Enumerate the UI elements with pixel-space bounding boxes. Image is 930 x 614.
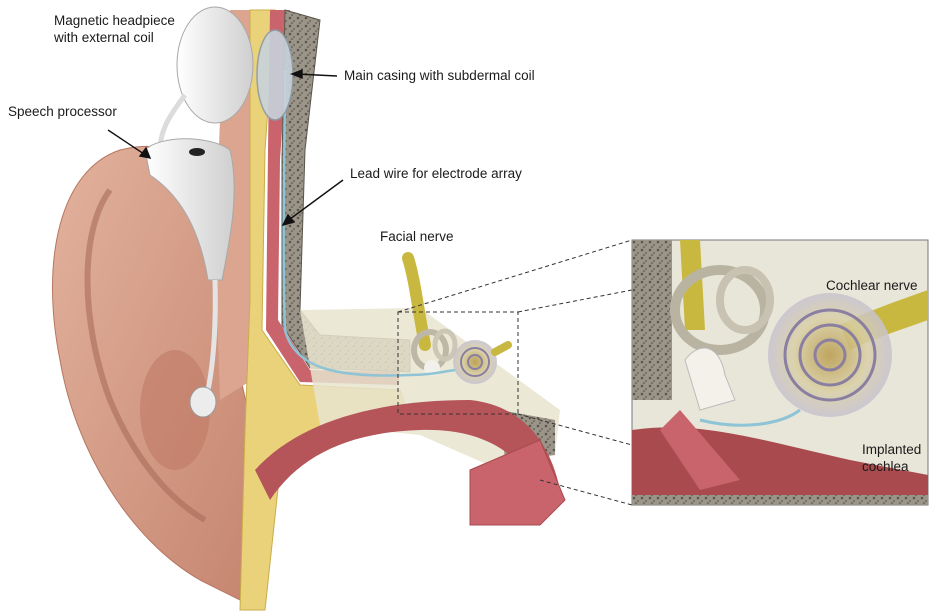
headpiece-label-line2: with external coil (54, 29, 154, 46)
speech-processor-label: Speech processor (8, 103, 117, 120)
zoom-line (398, 240, 632, 312)
main-casing (257, 30, 293, 120)
earhook-tip (190, 387, 216, 417)
lead-wire-label: Lead wire for electrode array (350, 165, 522, 182)
magnetic-headpiece (177, 7, 253, 123)
facial-nerve-label: Facial nerve (380, 228, 454, 245)
cochlear-nerve-label: Cochlear nerve (826, 277, 918, 294)
implanted-cochlea-label-line1: Implanted (862, 441, 921, 458)
implanted-cochlea-label-line2: cochlea (862, 458, 909, 475)
main-casing-label: Main casing with subdermal coil (344, 67, 535, 84)
zoom-line (518, 290, 632, 312)
headpiece-label-line1: Magnetic headpiece (54, 12, 175, 29)
processor-button (189, 148, 205, 156)
